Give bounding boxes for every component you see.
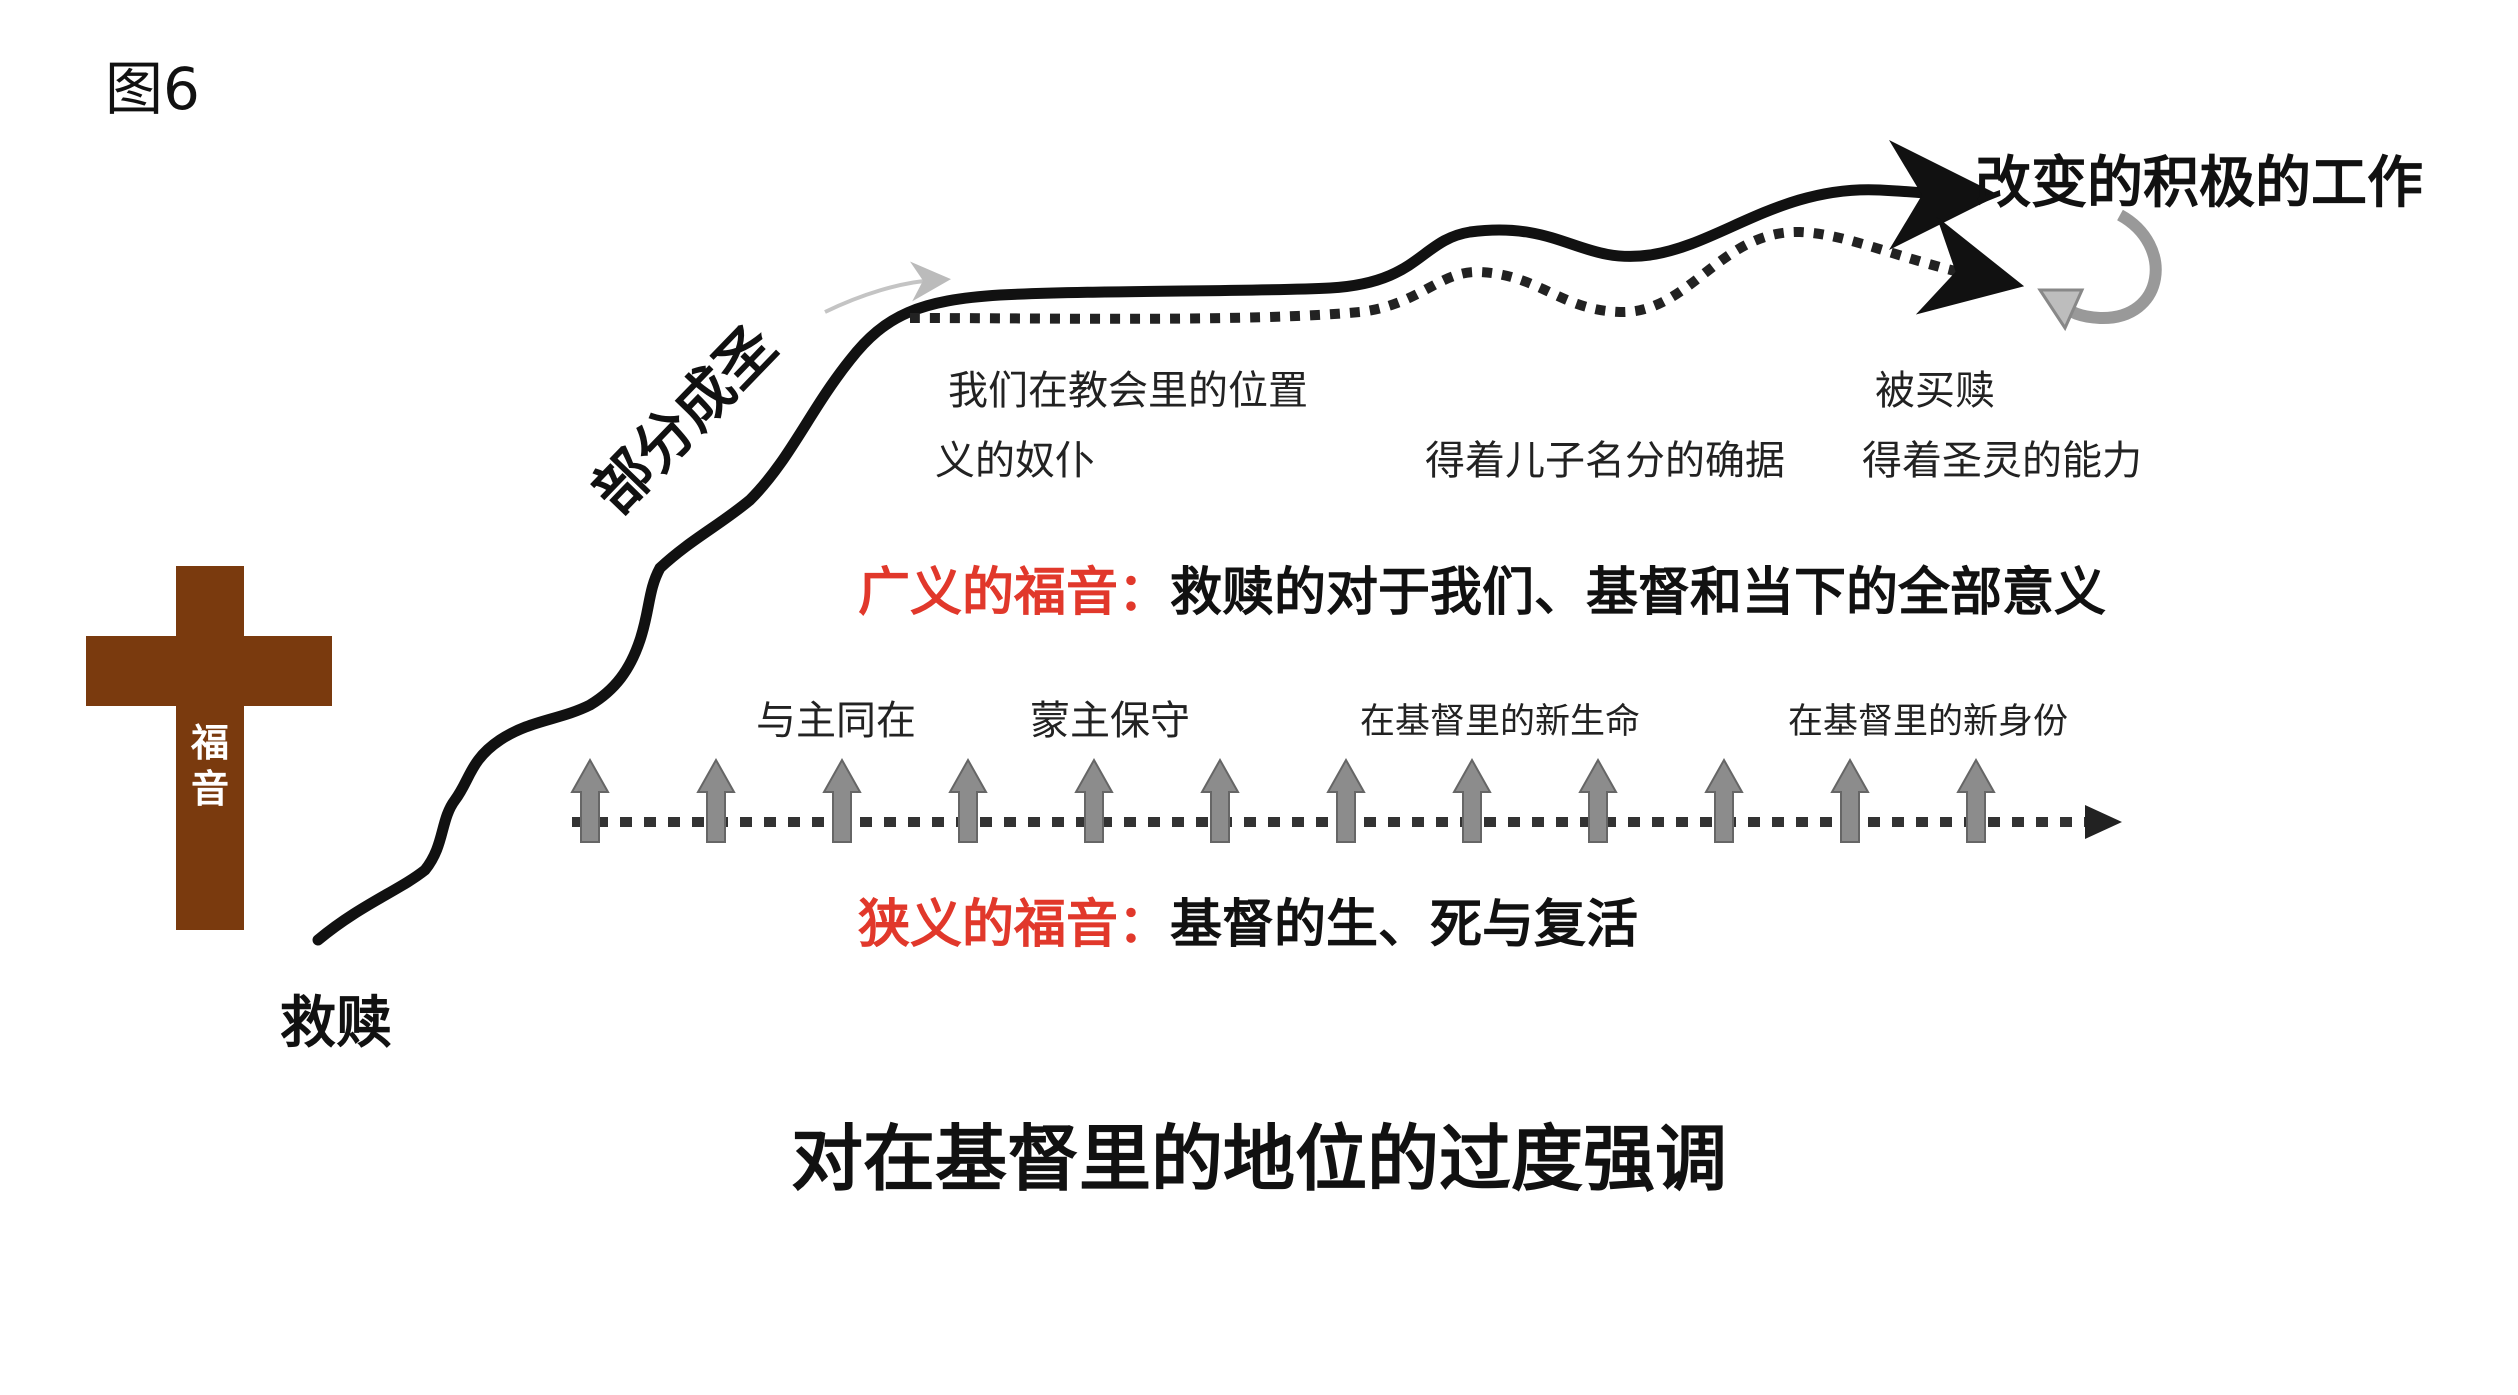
up-arrow <box>1830 757 1870 843</box>
broad-gospel-term: 广义的福音： <box>858 563 1171 623</box>
up-arrow <box>1452 757 1492 843</box>
label-redeemed: 被买赎 <box>1875 368 1995 414</box>
narrow-gospel-statement: 狭义的福音：基督的生、死与复活 <box>858 882 1638 957</box>
label-position-in-church: 我们在教会里的位置 <box>948 368 1308 414</box>
broad-gospel-statement: 广义的福音：救赎的对于我们、基督和当下的全部意义 <box>858 550 2106 625</box>
diagram-title: 对在基督里的地位的过度强调 <box>790 1117 1727 1201</box>
return-arrow-icon <box>2037 209 2162 332</box>
up-arrow <box>1074 757 1114 843</box>
up-arrow <box>1200 757 1240 843</box>
gray-transition-arrow <box>824 261 951 314</box>
cross-gospel-label: 福音 <box>191 721 230 811</box>
timeline-arrowhead <box>2085 805 2122 839</box>
up-arrow <box>948 757 988 843</box>
goal-label: 改变的积极的工作 <box>1975 151 2423 216</box>
redemption-label: 救赎 <box>280 991 392 1056</box>
label-new-identity: 在基督里的新身份 <box>1788 702 2069 742</box>
label-sonship: 得着儿子名分的确据 <box>1425 438 1785 484</box>
label-spirit-power: 得着圣灵的能力 <box>1862 438 2142 484</box>
up-arrow <box>822 757 862 843</box>
narrow-gospel-term: 狭义的福音： <box>858 895 1171 955</box>
up-arrow <box>1704 757 1744 843</box>
figure-label: 图6 <box>105 55 200 123</box>
broad-gospel-text: 救赎的对于我们、基督和当下的全部意义 <box>1170 563 2107 623</box>
up-arrow <box>1578 757 1618 843</box>
up-arrow <box>1956 757 1996 843</box>
label-new-life: 在基督里的新生命 <box>1360 702 1641 742</box>
upward-arrows <box>570 757 1996 843</box>
label-kept-by-lord: 蒙主保守 <box>1030 698 1190 744</box>
label-slave-of-righteousness: 义的奴仆 <box>935 438 1095 484</box>
label-with-lord: 与主同在 <box>756 698 916 744</box>
up-arrow <box>1326 757 1366 843</box>
up-arrow <box>570 757 610 843</box>
cross-icon <box>86 566 332 930</box>
up-arrow <box>696 757 736 843</box>
narrow-gospel-text: 基督的生、死与复活 <box>1170 895 1639 955</box>
sanctification-curve <box>312 139 1999 946</box>
